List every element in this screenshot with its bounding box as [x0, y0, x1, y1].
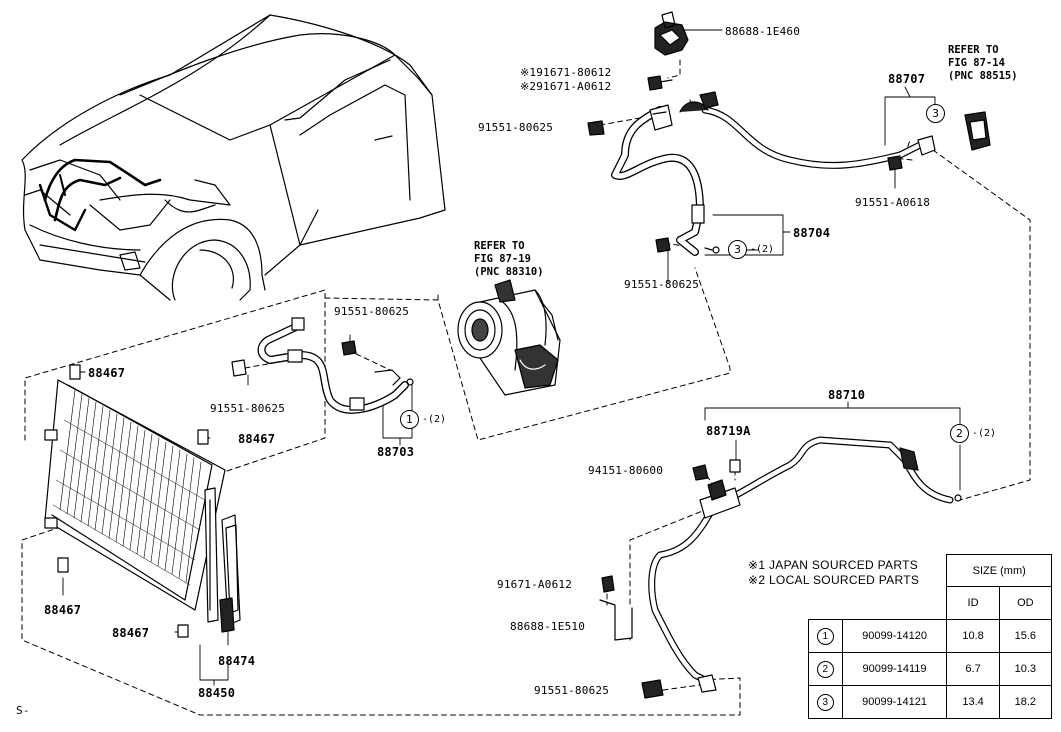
label-88719a: 88719A [706, 424, 751, 438]
refer-line-2: FIG 87-14 [948, 57, 1005, 69]
label-91551-80625-d: 91551-80625 [210, 402, 286, 415]
refer-line-3: (PNC 88310) [474, 266, 544, 278]
note-local: ※2 LOCAL SOURCED PARTS [748, 573, 920, 587]
compressor [457, 279, 561, 396]
row-id: 10.8 [946, 619, 1000, 653]
label-88710: 88710 [828, 388, 866, 402]
bolt-91551-80625-a [587, 120, 605, 136]
bracket-88688-1e460 [654, 11, 689, 56]
refer-line-2: FIG 87-19 [474, 253, 531, 265]
bolt-91551-a0618 [887, 155, 903, 171]
label-91671-a0612: 91671-A0612 [497, 578, 573, 591]
row-id: 13.4 [946, 685, 1000, 719]
callout-2: 2 [950, 424, 969, 443]
label-91551-80625-b: 91551-80625 [624, 278, 700, 291]
row-mark: 2 [816, 660, 834, 678]
bolt-91551-80625-b [655, 237, 671, 253]
bracket-88688-1e510 [599, 575, 633, 641]
label-88450: 88450 [198, 686, 236, 700]
label-91671-a0612-local: ※291671-A0612 [520, 80, 612, 93]
refer-fig-87-19: REFER TO FIG 87-19 (PNC 88310) [474, 240, 544, 279]
label-88688-1e510: 88688-1E510 [510, 620, 586, 633]
label-88688-1e460: 88688-1E460 [725, 25, 801, 38]
label-91671-80612-japan: ※191671-80612 [520, 66, 612, 79]
note-japan: ※1 JAPAN SOURCED PARTS [748, 558, 919, 572]
hose-88703 [231, 317, 414, 414]
label-91551-a0618: 91551-A0618 [855, 196, 931, 209]
label-91551-80625-a: 91551-80625 [478, 121, 554, 134]
pipe-88719a [648, 459, 741, 693]
callout-3-mid: 3 [728, 240, 747, 259]
refer-line-1: REFER TO [474, 240, 525, 252]
row-mark: 3 [816, 693, 834, 711]
hose-88707 [679, 91, 936, 169]
hose-88704 [611, 104, 720, 256]
label-88467-d: 88467 [112, 626, 150, 640]
callout-3-top: 3 [926, 104, 945, 123]
table-row: 2 90099-14119 6.7 10.3 [808, 652, 1053, 686]
row-od: 10.3 [998, 652, 1053, 686]
size-table-title: SIZE (mm) [946, 554, 1052, 587]
callout-3-qty: -(2) [750, 244, 775, 255]
condenser [44, 364, 241, 638]
table-row: 3 90099-14121 13.4 18.2 [808, 685, 1053, 719]
pressure-switch [964, 111, 991, 151]
label-94151-80600: 94151-80600 [588, 464, 664, 477]
bolt-91671-80612 [647, 75, 673, 91]
refer-fig-87-14: REFER TO FIG 87-14 (PNC 88515) [948, 44, 1018, 83]
label-88704: 88704 [793, 226, 831, 240]
label-88467-c: 88467 [44, 603, 82, 617]
label-91551-80625-e: 91551-80625 [534, 684, 610, 697]
row-part: 90099-14121 [841, 685, 948, 719]
refer-line-1: REFER TO [948, 44, 999, 56]
table-row: 1 90099-14120 10.8 15.6 [808, 619, 1053, 653]
refer-line-3: (PNC 88515) [948, 70, 1018, 82]
vehicle-illustration [21, 14, 446, 301]
label-88467-a: 88467 [88, 366, 126, 380]
row-part: 90099-14119 [841, 652, 948, 686]
callout-1-qty: -(2) [422, 414, 447, 425]
label-88474: 88474 [218, 654, 256, 668]
label-88707: 88707 [888, 72, 926, 86]
sourcing-notes: ※1 JAPAN SOURCED PARTS ※2 LOCAL SOURCED … [748, 558, 919, 588]
bolt-91551-80625-e [641, 679, 664, 699]
nut-94151-80600 [692, 464, 709, 481]
footer-code: S- [16, 704, 30, 717]
row-id: 6.7 [946, 652, 1000, 686]
callout-2-qty: -(2) [972, 428, 997, 439]
row-od: 18.2 [998, 685, 1053, 719]
size-table-col-id: ID [946, 586, 1000, 620]
row-part: 90099-14120 [841, 619, 948, 653]
label-88703: 88703 [377, 445, 415, 459]
size-table-col-od: OD [998, 586, 1053, 620]
row-od: 15.6 [998, 619, 1053, 653]
row-mark: 1 [816, 627, 834, 645]
label-88467-b: 88467 [238, 432, 276, 446]
pipe-88710 [711, 436, 962, 509]
size-table: SIZE (mm) ID OD 1 90099-14120 10.8 15.6 … [808, 554, 1053, 719]
label-91551-80625-c: 91551-80625 [334, 305, 410, 318]
callout-1: 1 [400, 410, 419, 429]
